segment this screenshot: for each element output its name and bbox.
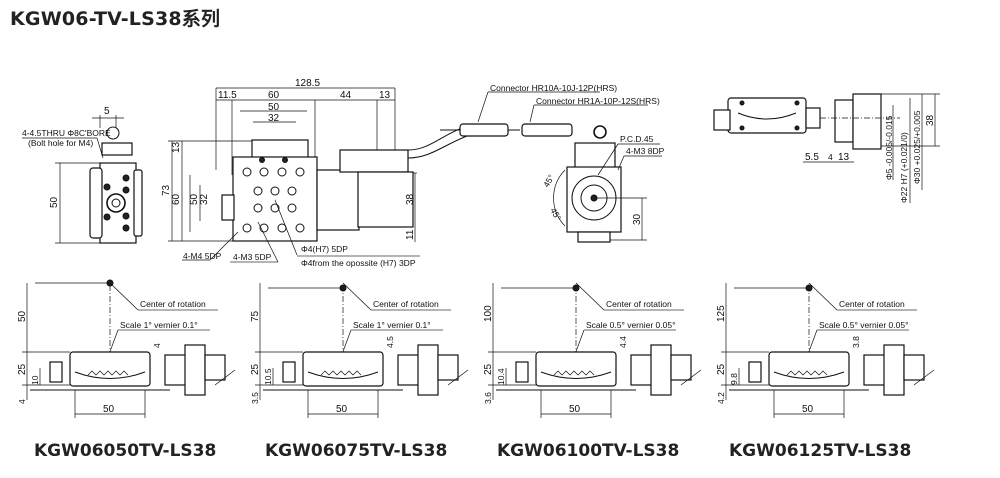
model-label: KGW06050TV-LS38 (34, 441, 217, 461)
dim-width: 50 (103, 404, 115, 415)
dim-side-top: 5 (104, 106, 110, 117)
dim-height: 25 (716, 363, 727, 375)
dim-radius: 75 (250, 310, 261, 322)
bolt-hole-note-2: (Bolt hole for M4) (28, 138, 93, 148)
dim-v73: 73 (161, 184, 172, 196)
angle-upper: 45° (541, 173, 556, 189)
motor-end-view: Connector HR10A-10J-12P(HRS) Connector H… (440, 83, 665, 243)
dim-gap: 4.5 (385, 336, 395, 348)
dim-v13: 13 (171, 141, 182, 153)
stage-body (535, 351, 617, 387)
dim-height: 25 (483, 363, 494, 375)
knob (282, 361, 296, 383)
scale-label: Scale 0.5° vernier 0.05° (586, 320, 676, 330)
connector1-label: Connector HR10A-10J-12P(HRS) (490, 83, 617, 93)
model-view (22, 279, 236, 418)
dim-a: 10.5 (263, 368, 273, 385)
flange-view: 38 5.5 4 13 Φ5 -0.005/-0.015 Φ22 H7 (+0.… (713, 93, 940, 203)
center-of-rotation-label: Center of rotation (606, 299, 672, 309)
top-view: 128.5 11.5 60 44 13 50 32 73 (161, 78, 476, 268)
dim-5-5: 5.5 (805, 152, 819, 163)
dim-v38: 38 (405, 193, 416, 205)
dim-width: 50 (802, 404, 814, 415)
dim-4: 4 (828, 152, 833, 162)
dim-13: 13 (838, 152, 850, 163)
callout-m3: 4-M3 5DP (233, 252, 272, 262)
spigot-tolerance: Φ30 +0.025/+0.005 (912, 110, 922, 184)
center-of-rotation-label: Center of rotation (140, 299, 206, 309)
dim-v50: 50 (189, 193, 200, 205)
center-of-rotation-label: Center of rotation (373, 299, 439, 309)
motor-flange (650, 344, 672, 396)
dim-radius: 125 (716, 305, 727, 322)
callout-m4: 4-M4 5DP (183, 251, 222, 261)
motor-flange (883, 344, 905, 396)
dim-radius: 50 (17, 310, 28, 322)
pcd-label: P.C.D.45 (620, 134, 654, 144)
model-view (255, 282, 469, 418)
model-view (488, 282, 702, 418)
dim-height: 25 (250, 363, 261, 375)
knob (748, 361, 762, 383)
model-label: KGW06100TV-LS38 (497, 441, 680, 461)
bore-tolerance: Φ22 H7 (+0.021/0) (899, 132, 909, 203)
connector2-label: Connector HR1A-10P-12S(HRS) (536, 96, 660, 106)
dim-radius: 100 (483, 305, 494, 322)
motor-flange (417, 344, 439, 396)
dim-a: 9.8 (729, 373, 739, 385)
dim-holes-50: 50 (268, 102, 280, 113)
dim-overall: 128.5 (295, 78, 320, 89)
shaft-tolerance: Φ5 -0.005/-0.015 (884, 115, 894, 180)
vernier-scale (786, 370, 828, 376)
dim-b: 3.6 (483, 392, 493, 404)
callout-pin-hole-opposite: Φ4from the opossite (H7) 3DP (301, 258, 416, 268)
dim-width: 50 (336, 404, 348, 415)
knob (515, 361, 529, 383)
scale-label: Scale 0.5° vernier 0.05° (819, 320, 909, 330)
page-title: KGW06-TV-LS38系列 (10, 8, 221, 30)
dim-width: 50 (569, 404, 581, 415)
vernier-scale (553, 370, 595, 376)
vernier-scale (320, 370, 362, 376)
stage-body (302, 351, 384, 387)
dim-b: 4 (17, 399, 27, 404)
dim-b: 3.5 (250, 392, 260, 404)
scale-label: Scale 1° vernier 0.1° (120, 320, 198, 330)
dim-a: 10 (30, 375, 40, 385)
dim-b: 4.2 (716, 392, 726, 404)
side-view: 5 4-4.5THRU Φ8C'BORE (Bolt hole for M4) … (22, 106, 143, 244)
bolt-hole-note: 4-4.5THRU Φ8C'BORE (22, 128, 111, 138)
scale-label: Scale 1° vernier 0.1° (353, 320, 431, 330)
center-of-rotation-label: Center of rotation (839, 299, 905, 309)
dim-side-height: 50 (49, 196, 60, 208)
knob (49, 361, 63, 383)
dim-offset: 11.5 (218, 90, 237, 101)
dim-30: 30 (632, 213, 643, 225)
dim-v60: 60 (171, 193, 182, 205)
dim-v32: 32 (199, 193, 210, 205)
callout-pin-hole: Φ4(H7) 5DP (301, 244, 348, 254)
motor-flange (184, 344, 206, 396)
dim-motor: 44 (340, 90, 352, 101)
dim-gap: 4.4 (618, 336, 628, 348)
dim-base: 60 (268, 90, 280, 101)
model-label: KGW06075TV-LS38 (265, 441, 448, 461)
dim-gap: 3.8 (851, 336, 861, 348)
dim-a: 10.4 (496, 368, 506, 385)
dim-v11: 11 (405, 229, 416, 240)
dim-flange-38: 38 (925, 114, 936, 126)
stage-body (768, 351, 850, 387)
dim-end: 13 (379, 90, 391, 101)
vernier-scale (87, 370, 129, 376)
model-view (721, 282, 935, 418)
tap-label: 4-M3 8DP (626, 146, 665, 156)
dim-holes-32: 32 (268, 113, 280, 124)
dim-gap: 4 (152, 343, 162, 348)
dim-height: 25 (17, 363, 28, 375)
stage-body (69, 351, 151, 387)
model-label: KGW06125TV-LS38 (729, 441, 912, 461)
screw-holes (242, 167, 305, 233)
angle-lower: 45° (548, 206, 563, 222)
